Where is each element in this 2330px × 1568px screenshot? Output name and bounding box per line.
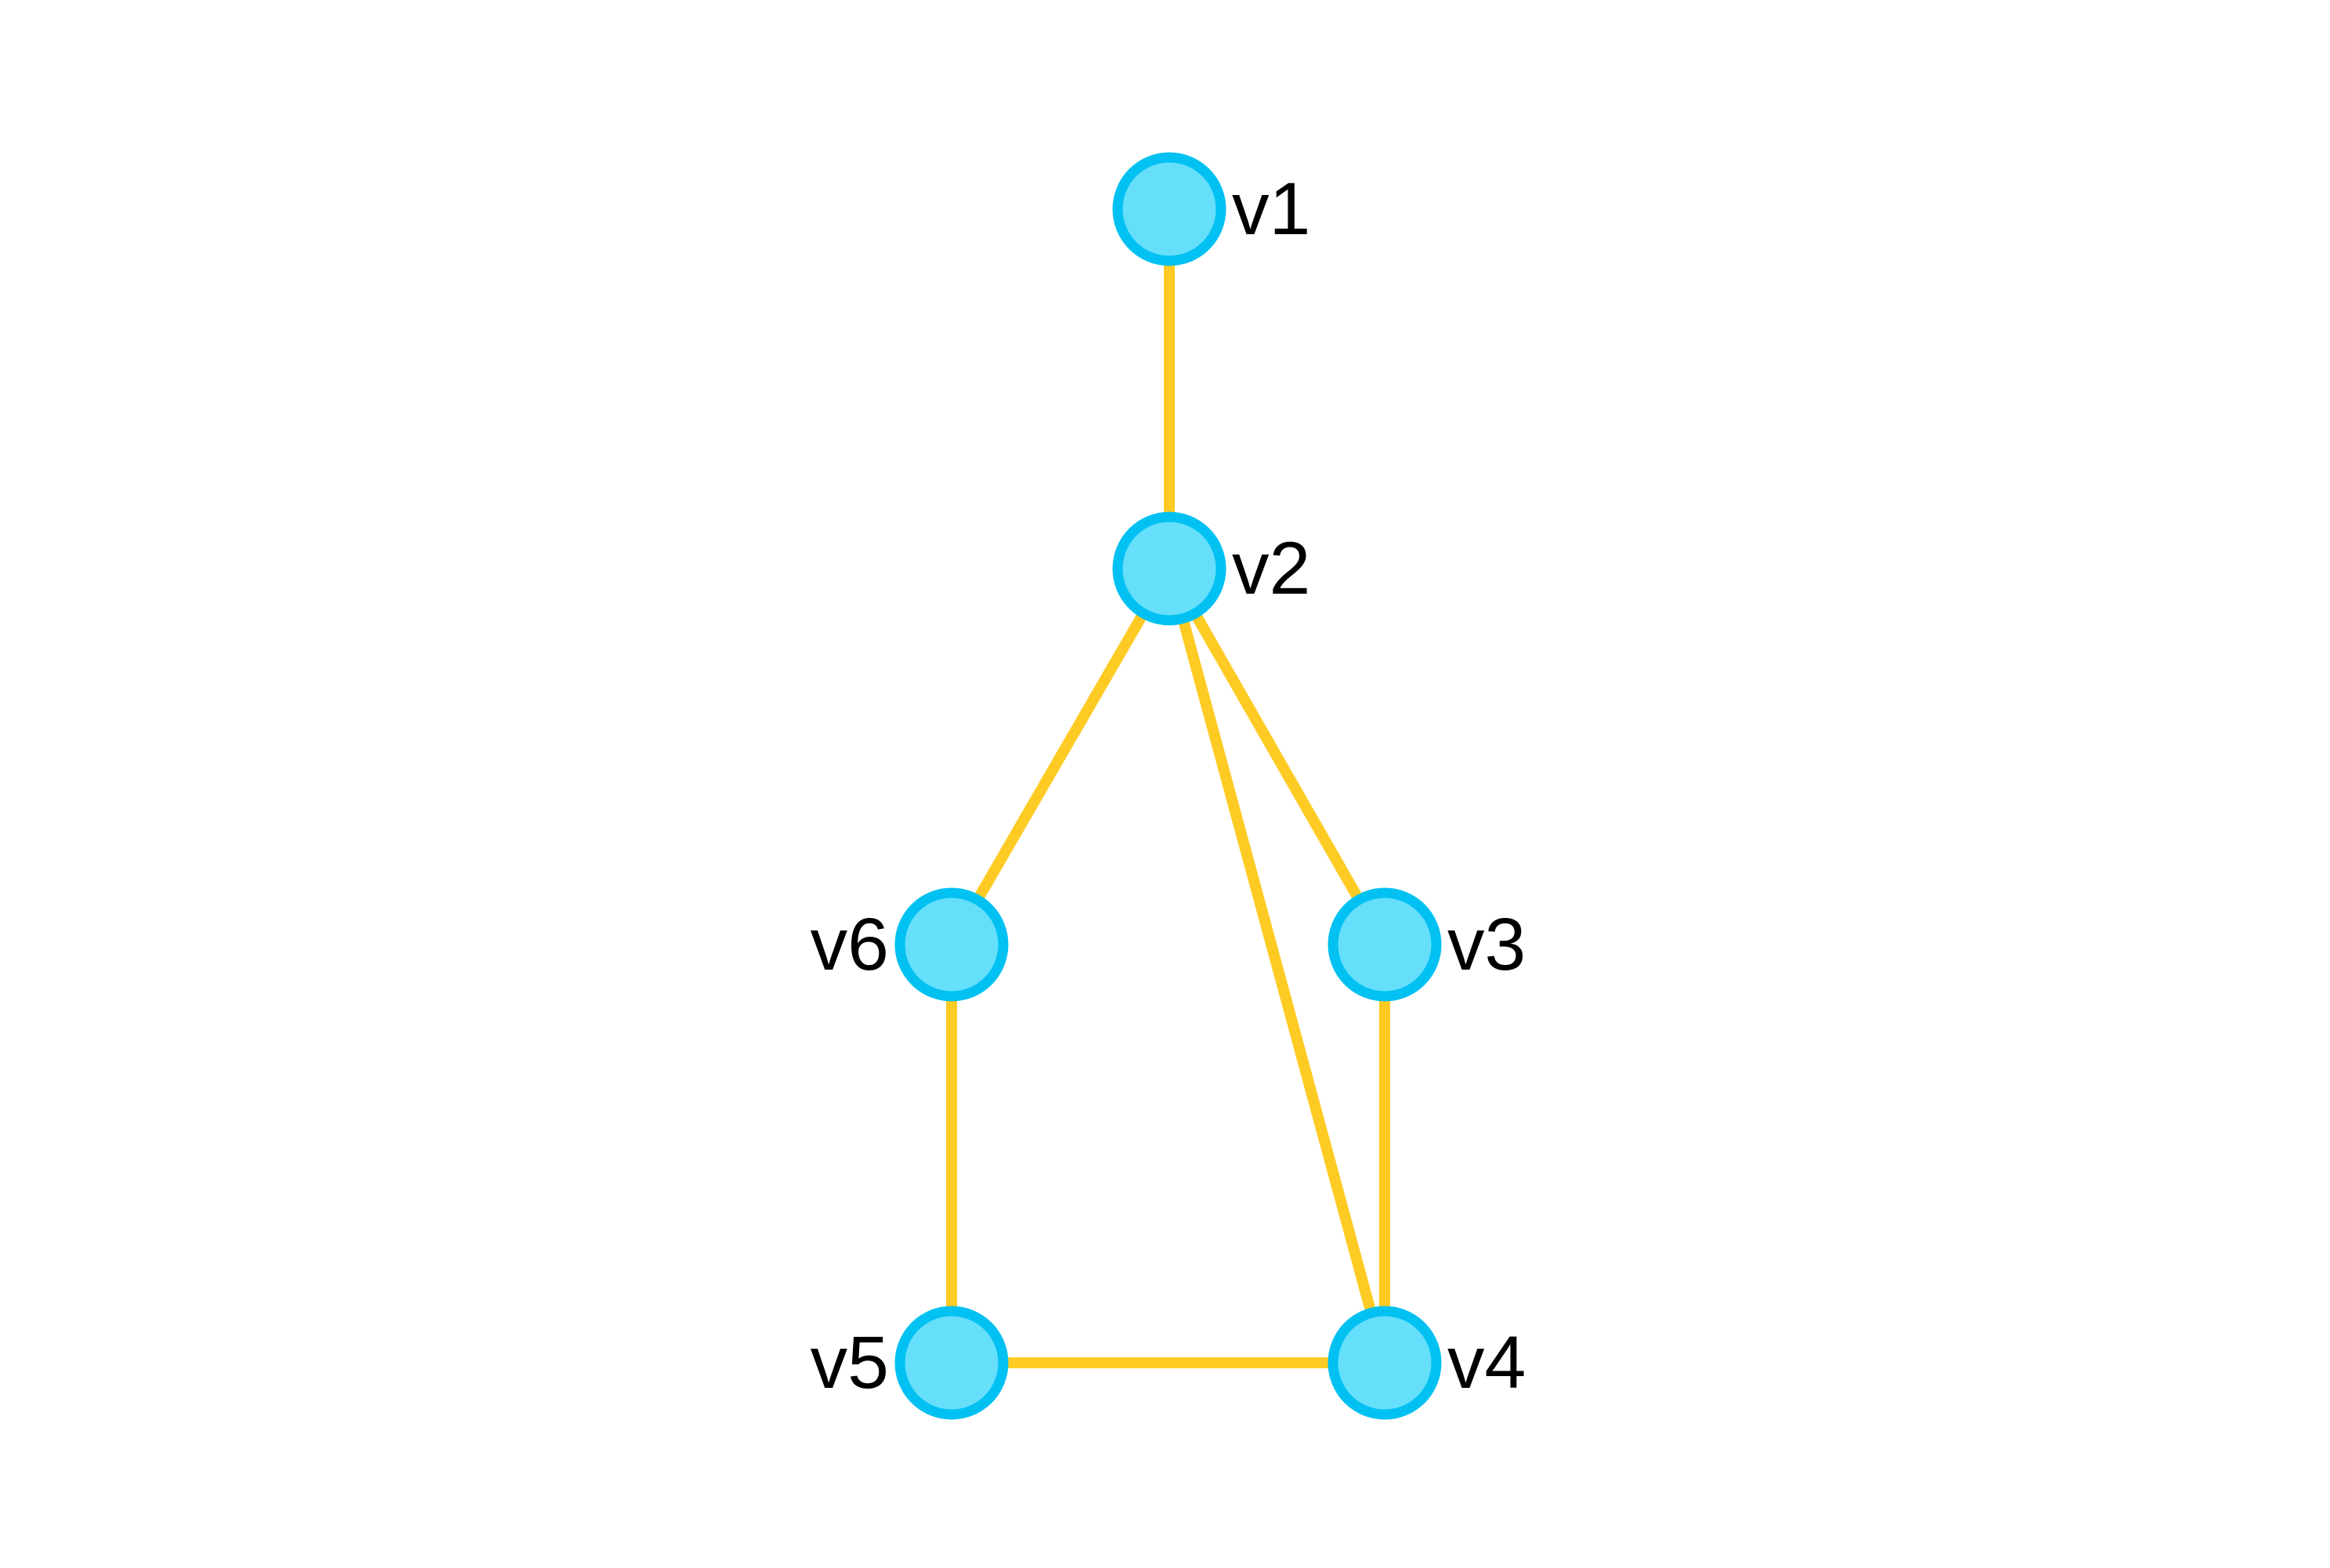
labels-layer: v1 v2 v3 v4 v5 v6 — [811, 168, 1526, 1404]
node-v2 — [1112, 511, 1226, 626]
nodes-layer — [894, 152, 1442, 1420]
node-v1 — [1112, 152, 1226, 266]
node-v6 — [894, 887, 1009, 1002]
node-v3 — [1328, 887, 1442, 1002]
node-label-v4: v4 — [1447, 1321, 1526, 1404]
edges-layer — [946, 209, 1390, 1368]
edge-v2-v6 — [946, 565, 1175, 948]
node-v5 — [894, 1306, 1009, 1420]
edge-v2-v4 — [1164, 567, 1390, 1364]
node-label-v1: v1 — [1232, 168, 1310, 251]
node-label-v6: v6 — [811, 903, 889, 986]
edge-v2-v3 — [1164, 565, 1390, 948]
node-label-v2: v2 — [1232, 527, 1310, 610]
node-label-v3: v3 — [1447, 903, 1526, 986]
node-v4 — [1328, 1306, 1442, 1420]
node-label-v5: v5 — [811, 1321, 889, 1404]
